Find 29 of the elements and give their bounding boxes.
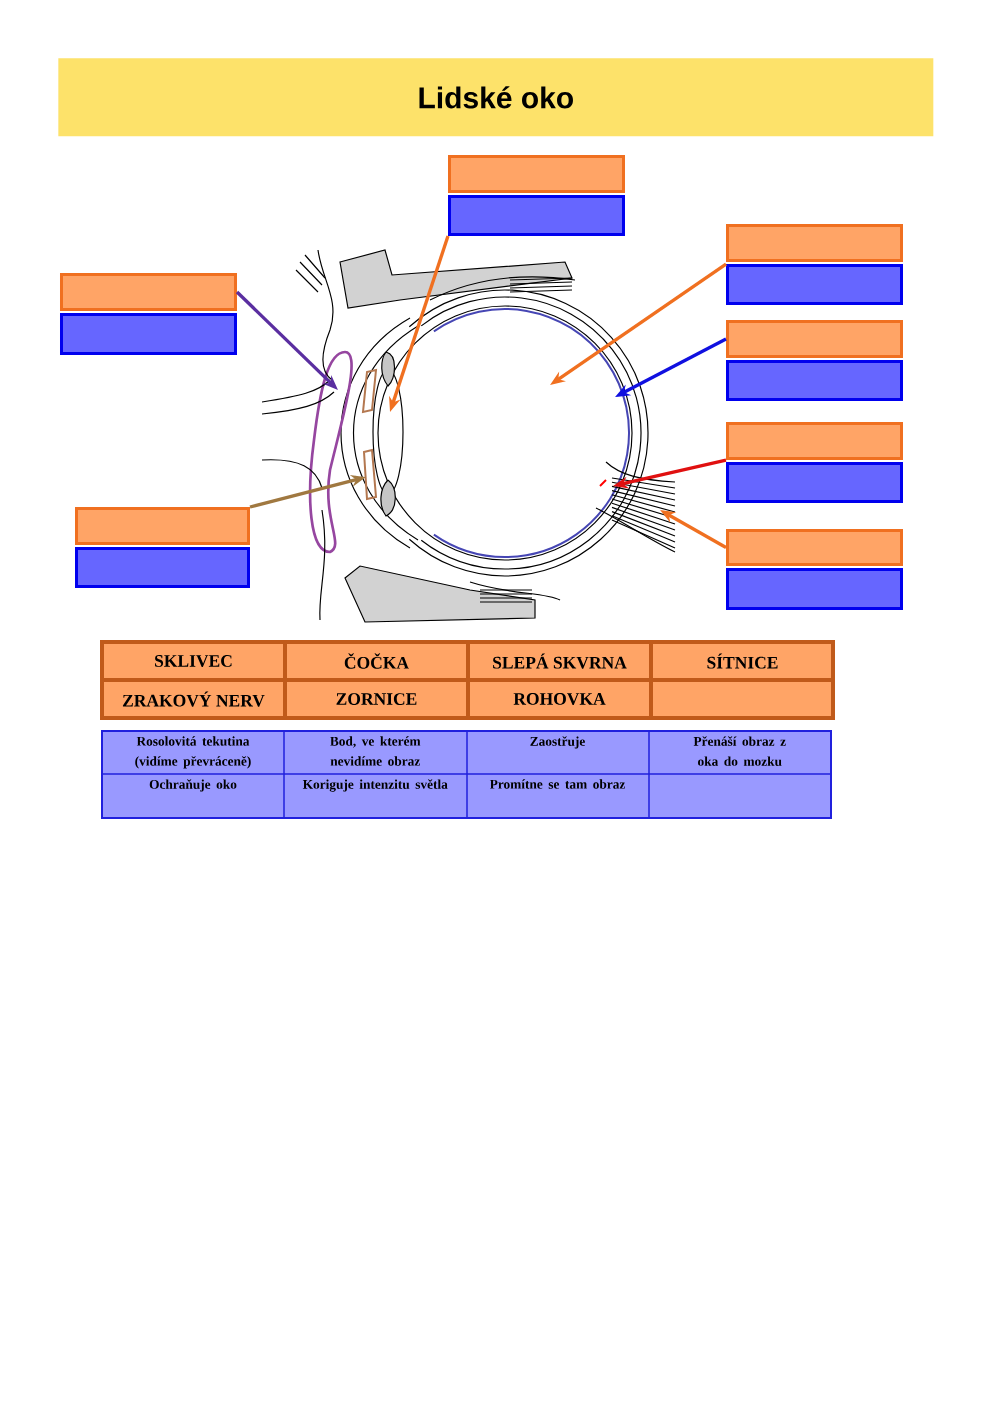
answer-box [726, 529, 903, 566]
description-text: Zaostřuje [530, 736, 585, 749]
answer-box [726, 422, 903, 460]
word-label: ZRAKOVÝ NERV [122, 691, 265, 707]
answer-box [448, 195, 625, 236]
description-text: Promítne se tam obraz [489, 779, 625, 789]
title-banner: Lidské oko [58, 58, 934, 137]
answer-box [60, 273, 237, 311]
description-text: Bod, ve kterém nevidíme obraz [330, 736, 421, 766]
description-text: Rosolovitá tekutina (vidíme převráceně) [135, 736, 251, 769]
description-text: Koriguje intenzitu světla [302, 779, 448, 792]
answer-box [726, 462, 903, 503]
answer-box [75, 507, 250, 545]
description-text: Ochraňuje oko [149, 779, 237, 792]
answer-box [448, 155, 625, 193]
word-label: ZORNICE [336, 693, 417, 705]
answer-box [726, 360, 903, 401]
word-label: SÍTNICE [707, 653, 778, 669]
answer-box [726, 568, 903, 610]
answer-box [726, 224, 903, 262]
word-label: SLEPÁ SKVRNA [493, 653, 627, 669]
answer-box [726, 264, 903, 305]
answer-box [726, 320, 903, 358]
description-text: Přenáší obraz z oka do mozku [693, 736, 786, 766]
answer-box [60, 313, 237, 355]
word-label: ČOČKA [344, 653, 409, 669]
answer-box [75, 547, 250, 588]
word-label: SKLIVEC [155, 655, 232, 667]
word-label: ROHOVKA [513, 693, 606, 705]
